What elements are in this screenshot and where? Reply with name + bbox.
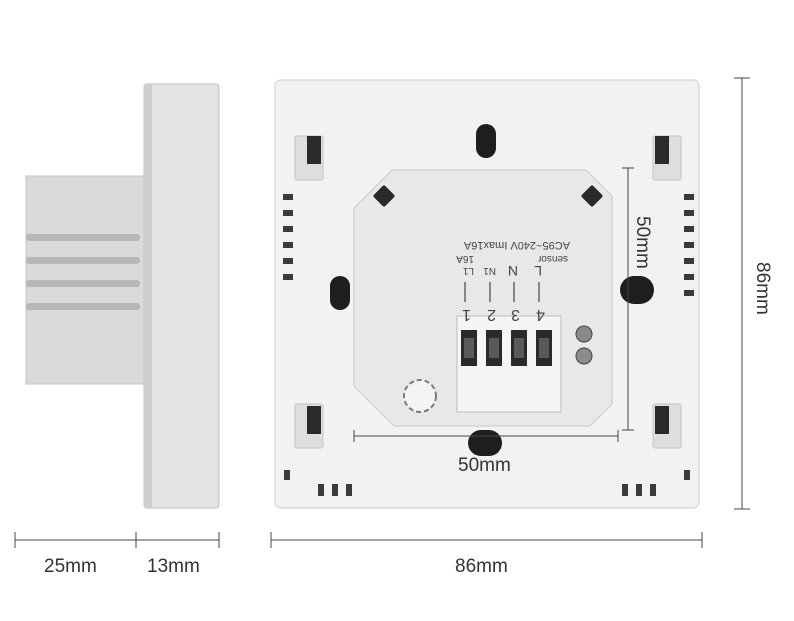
dim-side-depth: 25mm xyxy=(44,556,97,577)
terminal-2-label: 2 xyxy=(487,306,496,323)
l1-label: L1 xyxy=(462,265,474,276)
sensor-label: sensor xyxy=(537,253,568,264)
n-label: N xyxy=(508,263,518,279)
dim-mount-width: 50mm xyxy=(458,455,511,476)
dim-width: 86mm xyxy=(455,556,508,577)
side-vent-slot xyxy=(26,257,140,264)
bottom-vent-slots xyxy=(284,470,690,496)
terminal-block xyxy=(456,315,562,413)
sensor-screw xyxy=(575,325,593,343)
corner-clip xyxy=(652,403,682,449)
module-vent xyxy=(403,379,437,413)
mount-hole-left xyxy=(330,276,350,310)
mount-hole-bottom xyxy=(468,430,502,456)
n1-label: N1 xyxy=(483,265,496,276)
module-slot xyxy=(581,185,603,207)
dim-height: 86mm xyxy=(752,262,773,315)
back-view: AC95~240V Imax16A sensor 16A L1 N1 N L 1… xyxy=(274,79,700,509)
terminal-4-label: 4 xyxy=(536,306,545,323)
dimension-lines xyxy=(14,77,750,548)
sensor-screw xyxy=(575,347,593,365)
corner-clip xyxy=(652,135,682,181)
left-vent-slots xyxy=(283,194,293,280)
rating-label: AC95~240V Imax16A xyxy=(463,239,570,251)
terminal-1-label: 1 xyxy=(462,306,471,323)
corner-clip xyxy=(294,403,324,449)
dim-mount-height: 50mm xyxy=(632,216,653,269)
side-vent-slot xyxy=(26,280,140,287)
dim-side-plate: 13mm xyxy=(147,556,200,577)
load-label: 16A xyxy=(456,253,474,264)
right-vent-slots xyxy=(684,194,694,296)
side-view-plate xyxy=(143,83,220,509)
side-vent-slot xyxy=(26,234,140,241)
mount-hole-right xyxy=(620,276,654,304)
side-view xyxy=(25,83,220,509)
terminal-3-label: 3 xyxy=(511,306,520,323)
l-label: L xyxy=(534,263,542,279)
module-slot xyxy=(373,185,395,207)
mount-hole-top xyxy=(476,124,496,158)
corner-clip xyxy=(294,135,324,181)
side-vent-slot xyxy=(26,303,140,310)
